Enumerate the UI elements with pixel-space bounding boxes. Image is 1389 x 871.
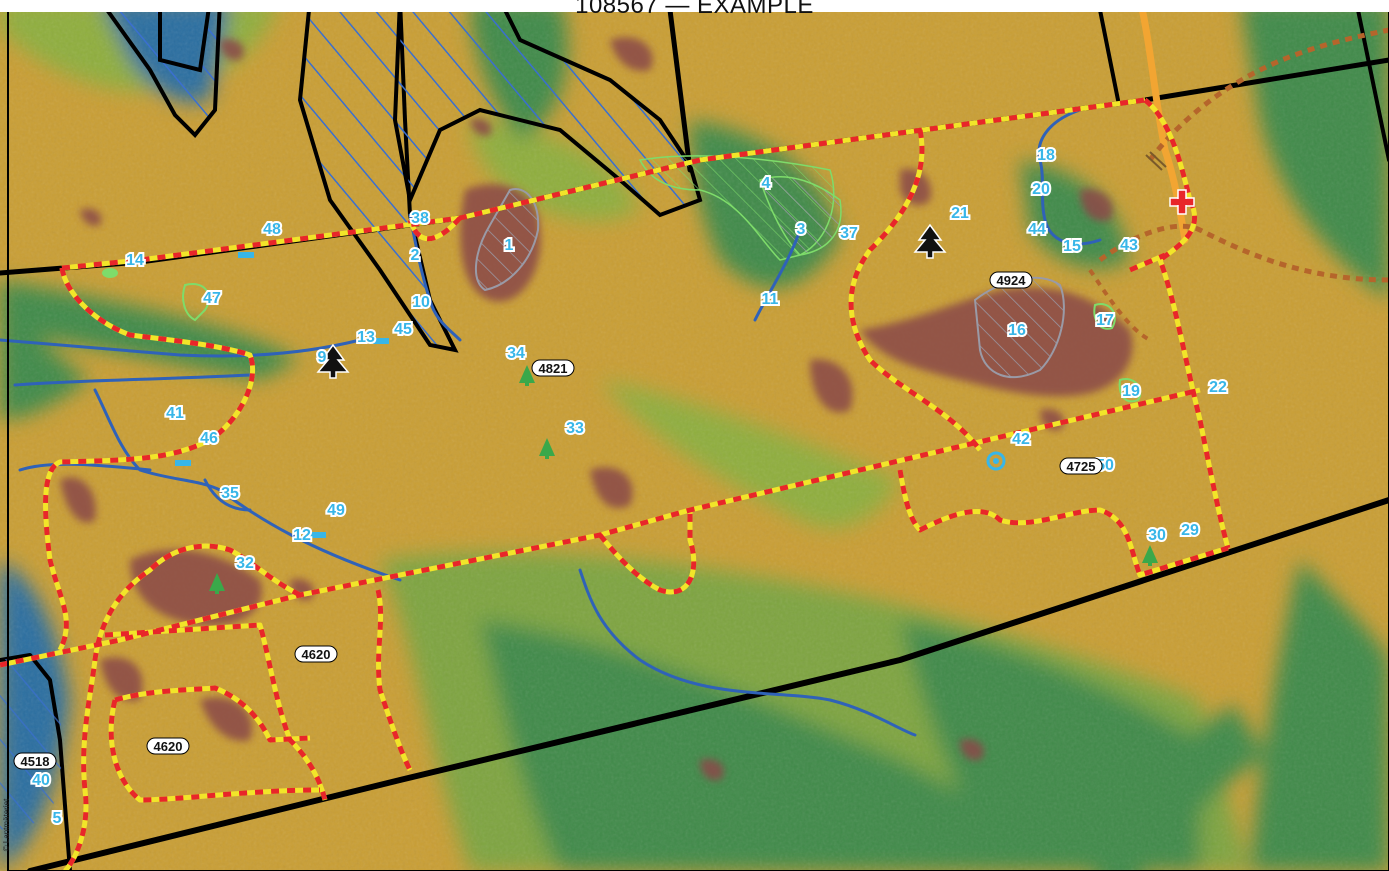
culvert-marker <box>310 532 326 538</box>
stand-label: 18 <box>1037 147 1055 164</box>
stand-label: 35 <box>221 485 239 502</box>
pine-tree-icon <box>913 223 947 259</box>
stand-label: 48 <box>263 221 281 238</box>
stand-label: 1 <box>505 237 514 254</box>
stand-label: 13 <box>357 329 375 346</box>
stand-label: 19 <box>1122 383 1140 400</box>
stand-label: 5 <box>53 810 62 827</box>
stand-label: 2 <box>411 247 420 264</box>
stand-label: 40 <box>32 772 50 789</box>
small-tree-icon <box>209 573 225 594</box>
parcel-label: 4725 <box>1067 459 1096 474</box>
stand-label: 32 <box>236 555 254 572</box>
stand-number-labels: 1 2 3 4 5 9 10 11 12 13 14 15 16 17 18 1… <box>30 145 1229 829</box>
streams <box>0 108 1102 737</box>
stand-label: 9 <box>318 349 327 366</box>
wet-spot <box>102 268 118 278</box>
stand-label: 4 <box>762 175 771 192</box>
track-east <box>1098 223 1389 283</box>
parcel-label: 4924 <box>997 273 1027 288</box>
stand-label: 16 <box>1008 322 1026 339</box>
stand-label: 46 <box>200 430 218 447</box>
stand-label: 34 <box>507 345 525 362</box>
stand-label: 44 <box>1028 221 1046 238</box>
stand-label: 29 <box>1181 522 1199 539</box>
stand-label: 20 <box>1032 181 1050 198</box>
stand-label: 21 <box>951 205 969 222</box>
map-title-bar: 108567 — EXAMPLE <box>0 0 1389 18</box>
stand-label: 47 <box>203 290 221 307</box>
stand-label: 42 <box>1012 431 1030 448</box>
culvert-marker <box>373 338 389 344</box>
parcel-label: 4620 <box>302 647 331 662</box>
stand-label: 33 <box>566 420 584 437</box>
stand-label: 38 <box>411 210 429 227</box>
culvert-marker <box>175 460 191 466</box>
red-cross-icon <box>1169 189 1195 215</box>
copyright-notice: © Lantmäteriet <box>2 798 11 852</box>
hatched-protection-zones <box>0 0 703 830</box>
stand-label: 14 <box>126 252 144 269</box>
stand-label: 43 <box>1120 237 1138 254</box>
stand-boundaries <box>0 100 1228 871</box>
stand-label: 17 <box>1096 312 1114 329</box>
stand-label: 30 <box>1148 527 1166 544</box>
stand-label: 3 <box>797 221 806 238</box>
stand-label: 49 <box>327 502 345 519</box>
shelter-icon <box>1145 151 1167 171</box>
gray-hatched-areas <box>182 155 1142 403</box>
stand-label: 41 <box>166 405 184 422</box>
stand-label: 15 <box>1063 238 1081 255</box>
small-tree-icon <box>1142 545 1158 566</box>
stand-label: 22 <box>1209 379 1227 396</box>
parcel-label: 4518 <box>21 754 50 769</box>
stand-label: 37 <box>840 225 858 242</box>
small-tree-icon <box>539 438 555 459</box>
pine-tree-icon <box>316 343 350 379</box>
stand-label: 10 <box>412 294 430 311</box>
spring-circle-icon <box>986 451 1006 471</box>
map-title: 108567 — EXAMPLE <box>575 0 814 19</box>
parcel-label: 4821 <box>539 361 568 376</box>
stand-label: 11 <box>762 291 779 308</box>
parcel-label: 4620 <box>154 739 183 754</box>
stand-label: 12 <box>293 527 311 544</box>
parcel-labels: 4924 4821 4725 4620 4620 4518 <box>13 271 1103 770</box>
culvert-marker <box>238 252 254 258</box>
track-north <box>1148 27 1389 162</box>
track-branch <box>1088 268 1151 342</box>
stand-label: 45 <box>394 321 412 338</box>
small-tree-icon <box>519 365 535 386</box>
